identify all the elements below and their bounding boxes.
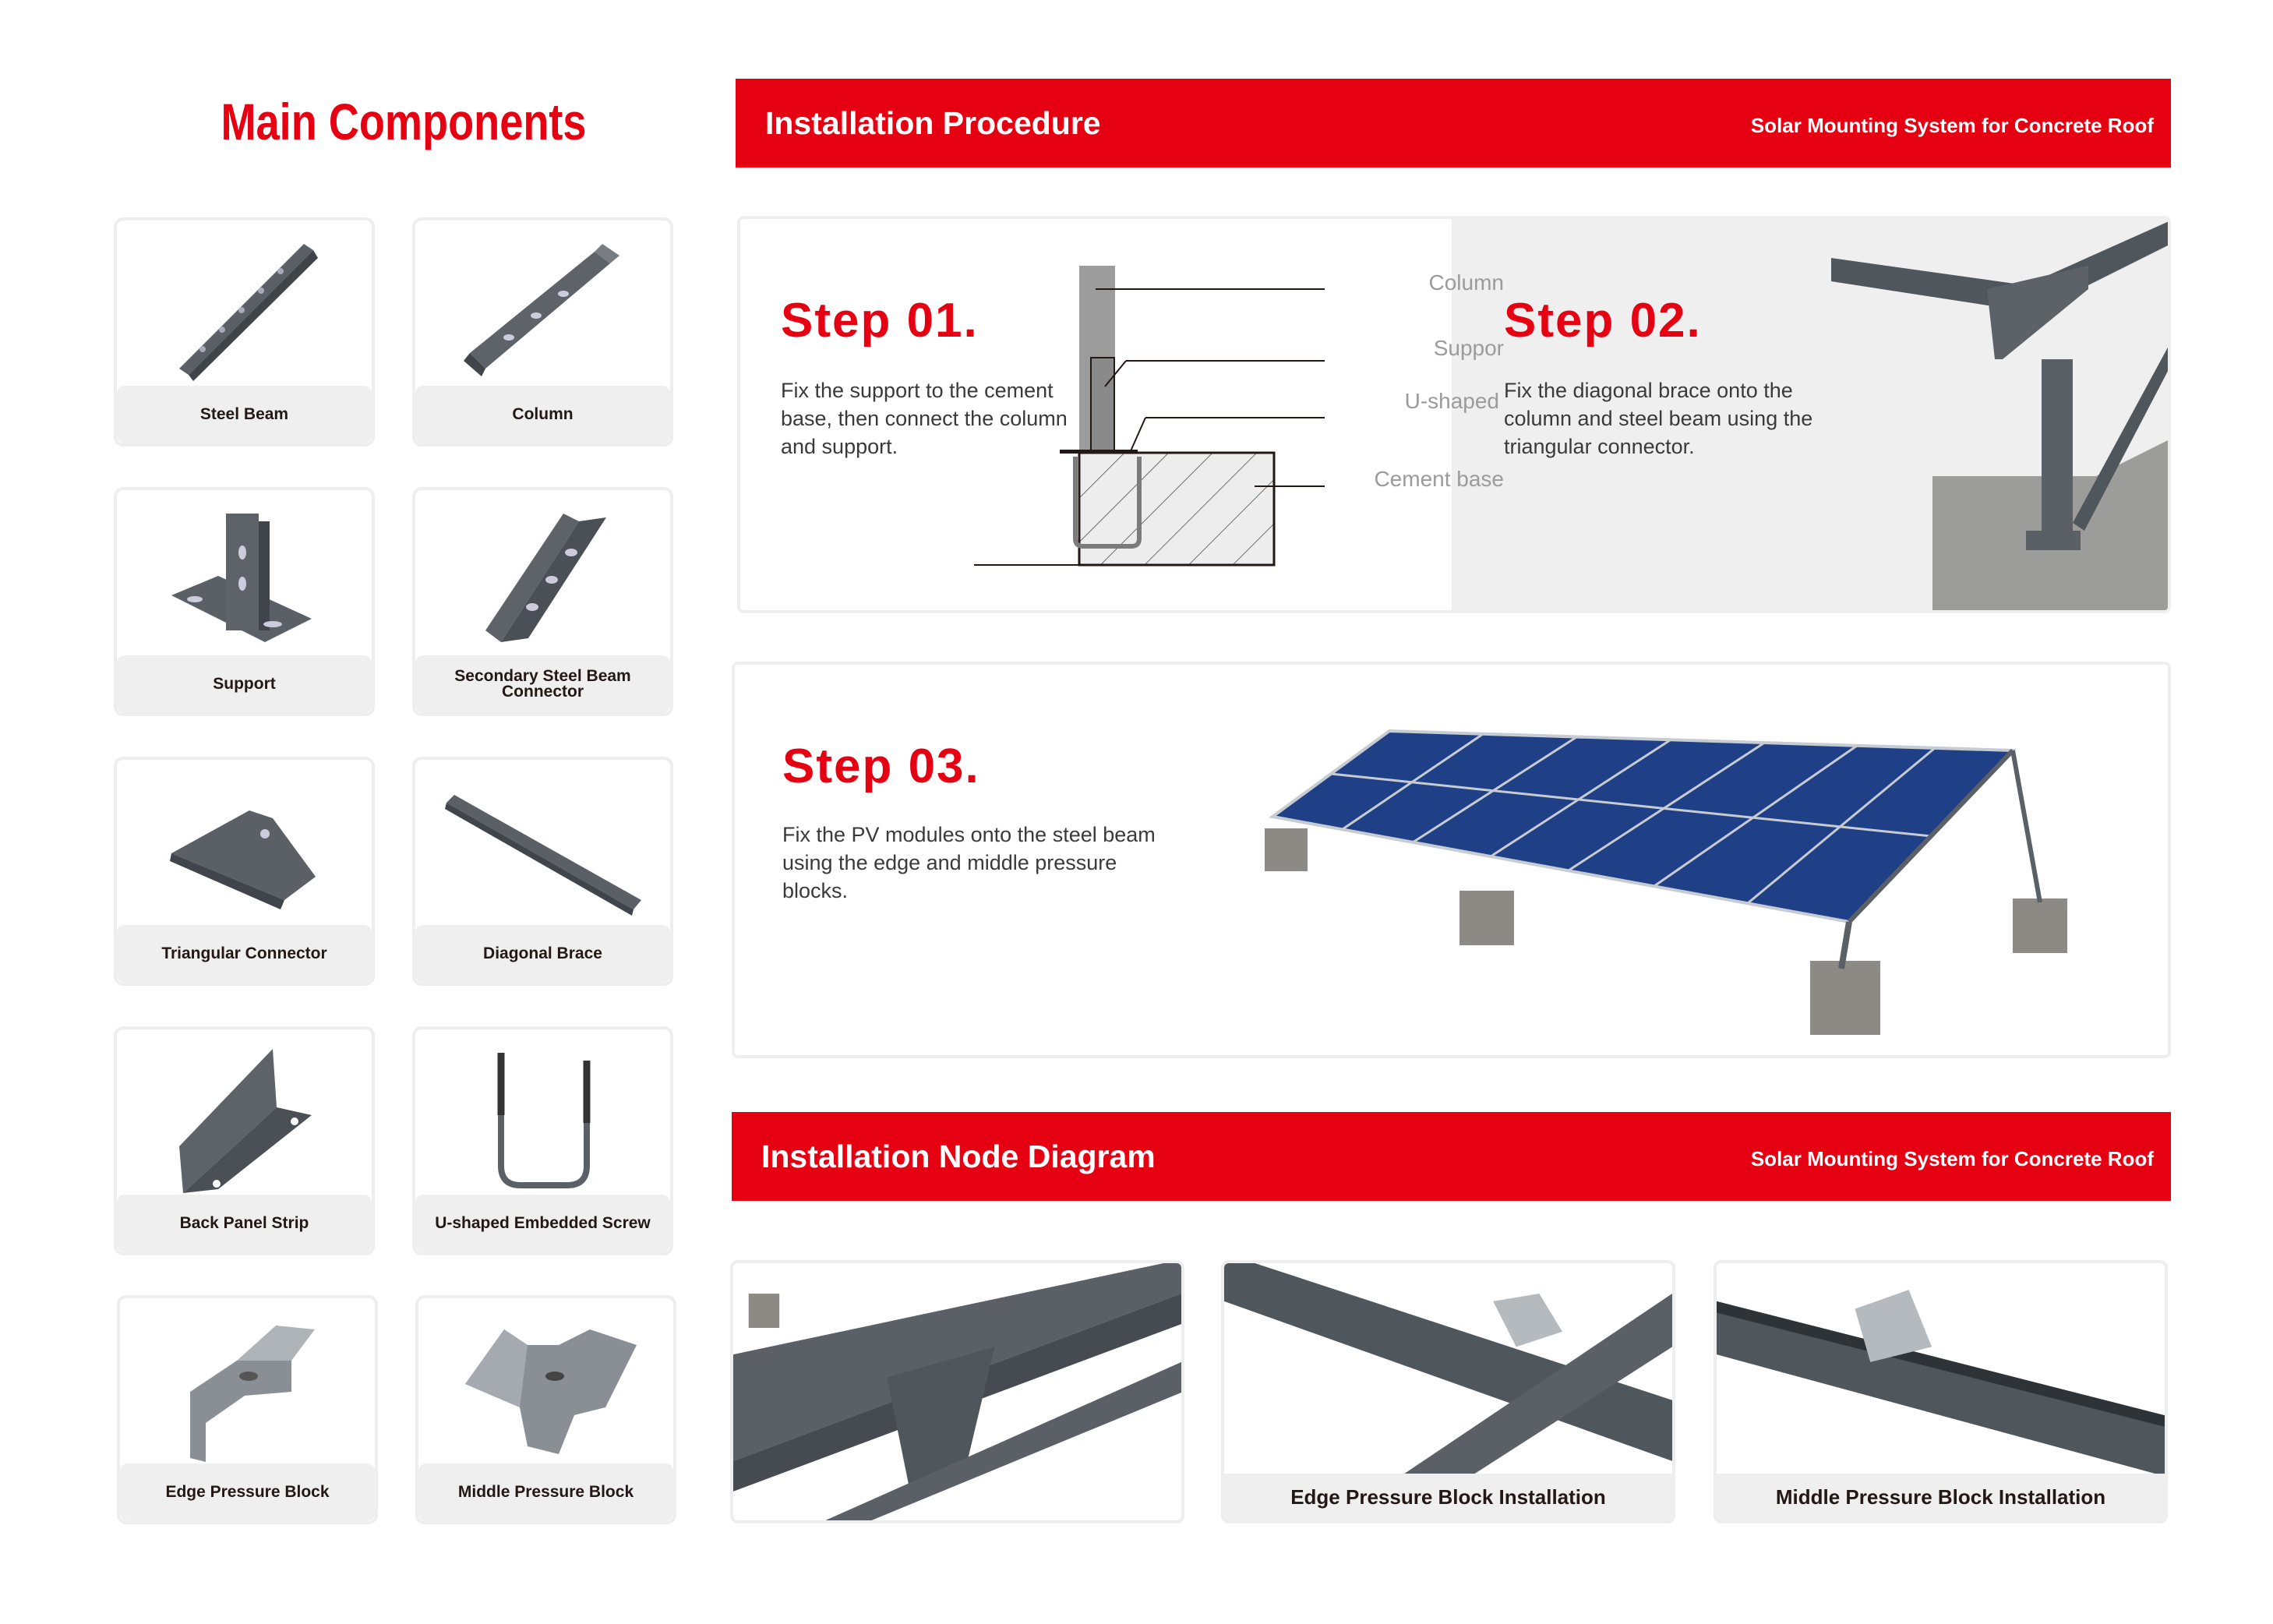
component-label: Secondary Steel Beam Connector <box>415 655 670 713</box>
component-label: Steel Beam <box>117 386 372 443</box>
component-label: Column <box>415 386 670 443</box>
component-card-diagonal-brace: Diagonal Brace <box>412 757 673 986</box>
steps-1-2-panel: Step 01. Fix the support to the cement b… <box>737 216 2171 613</box>
component-card-secondary-connector: Secondary Steel Beam Connector <box>412 487 673 716</box>
column-icon <box>464 244 619 376</box>
edge-pressure-block-icon <box>190 1326 315 1462</box>
step-3-text: Fix the PV modules onto the steel beam u… <box>782 823 1156 902</box>
component-card-middle-pressure-block: Middle Pressure Block <box>415 1295 676 1524</box>
section-title: Installation Procedure <box>765 104 1101 141</box>
installation-procedure-header: Installation Procedure Solar Mounting Sy… <box>736 79 2171 168</box>
step-3-panel: Step 03. Fix the PV modules onto the ste… <box>732 662 2171 1058</box>
component-card-back-panel-strip: Back Panel Strip <box>114 1026 375 1255</box>
installation-node-diagram-header: Installation Node Diagram Solar Mounting… <box>732 1112 2171 1201</box>
diagonal-brace-icon <box>445 795 641 916</box>
frame-joint-image <box>733 1263 1181 1520</box>
step-2-text: Fix the diagonal brace onto the column a… <box>1504 379 1813 458</box>
node-label: Middle Pressure Block Installation <box>1717 1474 2165 1520</box>
u-screw-icon <box>497 1053 591 1188</box>
step-1-cross-section-diagram <box>974 266 1325 567</box>
component-label: U-shaped Embedded Screw <box>415 1195 670 1252</box>
step-1-text: Fix the support to the cement base, then… <box>781 379 1068 458</box>
component-label: Triangular Connector <box>117 925 372 983</box>
step-3-solar-array-image <box>1265 729 2067 1035</box>
component-card-column: Column <box>412 217 673 447</box>
middle-pressure-block-installation-image <box>1717 1290 2165 1477</box>
component-card-triangular-connector: Triangular Connector <box>114 757 375 986</box>
component-card-support: Support <box>114 487 375 716</box>
edge-pressure-block-installation-image <box>1224 1263 1672 1492</box>
secondary-connector-icon <box>485 514 606 642</box>
section-subtitle: Solar Mounting System for Concrete Roof <box>1750 1146 2154 1170</box>
support-icon <box>171 514 312 642</box>
diagram-label-u-shaped: U-shaped <box>1404 389 1499 413</box>
node-image-edge-pressure-block: Edge Pressure Block Installation <box>1221 1260 1675 1523</box>
middle-pressure-block-icon <box>465 1329 637 1454</box>
node-label: Edge Pressure Block Installation <box>1224 1474 1672 1520</box>
step-2-heading: Step 02. <box>1504 294 1702 348</box>
node-image-frame-joint <box>730 1260 1184 1523</box>
back-panel-strip-icon <box>179 1049 312 1193</box>
component-card-steel-beam: Steel Beam <box>114 217 375 447</box>
step-3-heading: Step 03. <box>782 740 980 793</box>
component-label: Diagonal Brace <box>415 925 670 983</box>
section-subtitle: Solar Mounting System for Concrete Roof <box>1750 113 2154 137</box>
component-label: Middle Pressure Block <box>418 1463 673 1521</box>
step-2-frame-image <box>1831 221 2168 610</box>
component-card-u-screw: U-shaped Embedded Screw <box>412 1026 673 1255</box>
diagram-label-column: Column <box>1428 270 1504 295</box>
component-label: Support <box>117 655 372 713</box>
triangular-connector-icon <box>170 810 316 909</box>
main-components-title: Main Components <box>221 93 587 150</box>
step-1-heading: Step 01. <box>781 294 979 348</box>
component-card-edge-pressure-block: Edge Pressure Block <box>117 1295 378 1524</box>
diagram-label-cement-base: Cement base <box>1374 467 1504 491</box>
section-title: Installation Node Diagram <box>761 1138 1156 1174</box>
steel-beam-icon <box>179 244 318 381</box>
node-image-middle-pressure-block: Middle Pressure Block Installation <box>1714 1260 2168 1523</box>
diagram-label-support: Suppor <box>1433 336 1504 360</box>
component-label: Edge Pressure Block <box>120 1463 375 1521</box>
component-label: Back Panel Strip <box>117 1195 372 1252</box>
